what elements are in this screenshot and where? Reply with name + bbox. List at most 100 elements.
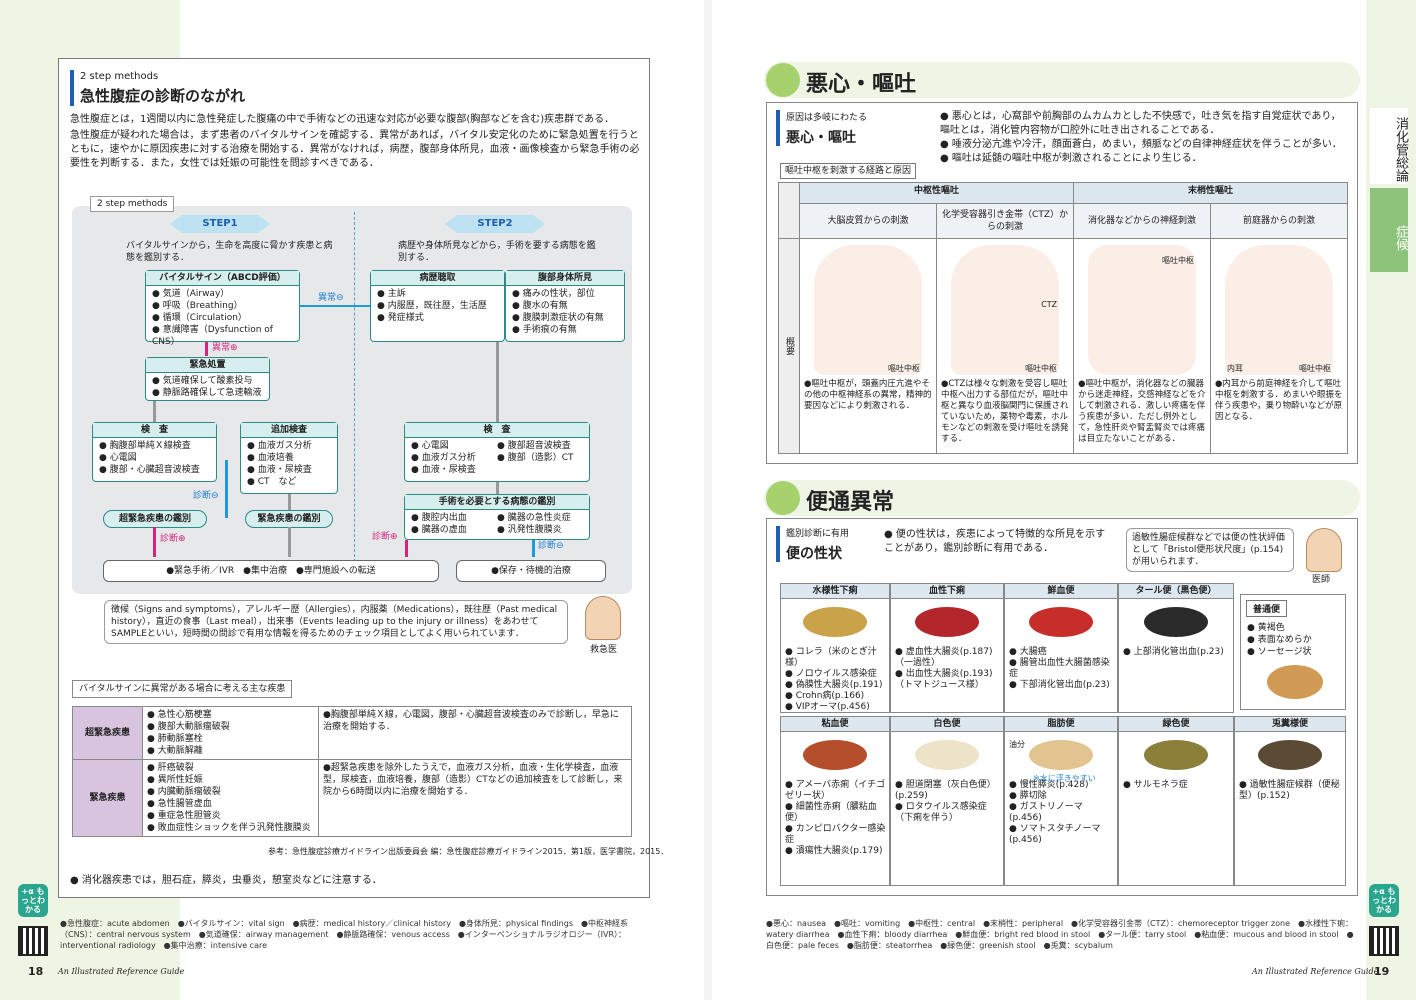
reference: 参考：急性腹症診療ガイドライン出版委員会 編：急性腹症診療ガイドライン2015．… (268, 847, 669, 856)
stool-disease-list: ● 過敏性腸症候群（便秘型）(p.152) (1235, 770, 1345, 802)
table-row: 緊急疾患 ● 肝癌破裂 ● 異所性妊娠 ● 内臓動脈瘤破裂 ● 急性腸管虚血 ●… (72, 759, 632, 837)
list-item: ● 下部消化管出血(p.23) (1009, 680, 1110, 690)
surgery-diff-header: 手術を必要とする病態の鑑別 (405, 495, 589, 510)
list-item: ● 気道確保して酸素投与 (152, 376, 253, 386)
list-item: ● 腹部大動脈瘤破裂 (147, 722, 230, 732)
list-item: ● 腹水の有無 (512, 301, 568, 311)
section-title-nausea: 悪心・嘔吐 (806, 72, 917, 97)
bowel-bullet: ● 便の性状は，疾患によって特徴的な所見を示すことがあり，鑑別診断に有用である． (884, 529, 1106, 554)
list-item: ● 膵切除 (1009, 791, 1047, 801)
nausea-sub: 原因は多岐にわたる (786, 113, 868, 123)
diag-minus-label: 診断⊖ (193, 491, 219, 501)
list-item: ● 過敏性腸症候群（便秘型）(p.152) (1239, 780, 1340, 801)
surgery-col: ● 臓器の急性炎症 ● 汎発性腹膜炎 (497, 512, 571, 536)
vital-sign-box: バイタルサイン（ABCD評価） ● 気道（Airway） ● 呼吸（Breath… (145, 270, 300, 347)
step-divider (354, 212, 355, 562)
plus-alpha-badge-right[interactable]: +α もっとわかる (1369, 884, 1399, 917)
physical-header: 腹部身体所見 (506, 271, 624, 286)
list-item: ● アメーバ赤痢（イチゴゼリー状） (785, 780, 886, 801)
step1-desc: バイタルサインから，生命を高度に脅かす疾患と病態を鑑別する． (126, 241, 333, 263)
fat-note: 油分 (1009, 740, 1025, 749)
stool-column: 水様性下痢● コレラ（米のとぎ汁様）● ノロウイルス感染症● 偽膜性大腸炎(p.… (780, 583, 890, 713)
list-item: ● 心電図 (99, 453, 137, 463)
arrow-to-surgery (496, 482, 499, 494)
section-band-nausea (764, 62, 1360, 98)
qr-code-left[interactable] (18, 926, 48, 956)
stool-illustration (915, 740, 979, 770)
list-item: ● 臓器の急性炎症 (497, 513, 571, 523)
list-item: ● ノロウイルス感染症 (785, 669, 877, 679)
illustration-label: CTZ (1041, 300, 1058, 309)
list-item: ● 循環（Circulation） (152, 313, 247, 323)
nausea-frame (766, 102, 1358, 464)
stool-disease-list: ● アメーバ赤痢（イチゴゼリー状）● 細菌性赤痢（膿粘血便）● カンピロバクター… (781, 770, 889, 857)
list-item: ● 腹部超音波検査 (497, 441, 571, 451)
intro-bullets: 急性腹症とは，1週間以内に急性発症した腹痛の中で手術などの迅速な対応が必要な腹部… (70, 113, 640, 171)
intro-bullet: 急性腹症が疑われた場合は，まず患者のバイタルサインを確認する．異常があれば，バイ… (70, 130, 640, 169)
stool-column: 白色便● 胆道閉塞（灰白色便）(p.259)● ロタウイルス感染症（下痢を伴う） (890, 716, 1004, 886)
nausea-bullets: ● 悪心とは，心窩部や前胸部のムカムカとした不快感で，吐き気を指す自覚症状であり… (940, 110, 1350, 166)
glossary-right: ●悪心：nausea ●嘔吐：vomiting ●中枢性：central ●末梢… (766, 919, 1354, 950)
abnormal-plus-label: 異常⊕ (212, 343, 238, 353)
list-item: ● 意識障害（Dysfunction of CNS） (152, 325, 273, 347)
cell-desc: ●嘔吐中枢が，消化器などの臓器から迷走神経，交感神経などを介して刺激される．激し… (1078, 379, 1206, 444)
table-row: 超緊急疾患 ● 急性心筋梗塞 ● 腹部大動脈瘤破裂 ● 肺動脈塞栓 ● 大動脈解… (72, 706, 632, 760)
stool-illustration (1029, 740, 1093, 770)
step2-desc: 病歴や身体所見などから，手術を要する病態を鑑別する． (398, 241, 596, 263)
list-item: ● 慢性膵炎(p.428) (1009, 780, 1089, 790)
stool-header: 白色便 (891, 717, 1003, 732)
stool-column: タール便（黒色便）● 上部消化管出血(p.23) (1118, 583, 1234, 713)
bristol-note: 過敏性腸症候群などでは便の性状評価として「Bristol便形状尺度」(p.154… (1126, 528, 1294, 572)
stool-illustration (1144, 607, 1208, 637)
stool-illustration (803, 607, 867, 637)
stool-illustration (915, 607, 979, 637)
nausea-bullet: ● 唾液分泌亢進や冷汗，顔面蒼白，めまい，頻脈などの自律神経症状を伴うことが多い… (940, 139, 1342, 150)
list-item: ● 痛みの性状，部位 (512, 289, 595, 299)
section-icon-nausea (766, 63, 800, 97)
list-item: ● 腹膜刺激症状の有無 (512, 313, 604, 323)
side-tab-symptom[interactable]: 症候 (1370, 188, 1408, 272)
page-title: 急性腹症の診断のながれ (80, 87, 246, 105)
normal-stool-illustration (1267, 665, 1323, 699)
fat-note: ※水に浮きやすい (1033, 774, 1096, 783)
list-item: ● 心電図 (411, 441, 449, 451)
list-item: ● 胸腹部単純Ｘ線検査 (99, 441, 191, 451)
list-item: ● VIPオーマ(p.456) (785, 702, 870, 712)
super-emergency-diff: 超緊急疾患の鑑別 (103, 510, 207, 528)
page-number-left: 18 (28, 965, 44, 978)
list-item: ● ロタウイルス感染症（下痢を伴う） (895, 802, 987, 823)
additional-exam-header: 追加検査 (241, 423, 337, 438)
arrow-to-exam2 (496, 342, 499, 422)
super-emergency-label: 超緊急疾患 (72, 706, 143, 760)
cell-desc: ●嘔吐中枢が，頭蓋内圧亢進やその他の中枢神経系の異常，精神的要因などにより刺激さ… (804, 379, 932, 411)
table-row: 中枢性嘔吐 末梢性嘔吐 (778, 182, 1348, 239)
exam2-col: ● 心電図 ● 血液ガス分析 ● 血液・尿検査 (411, 440, 497, 476)
exam2-col: ● 腹部超音波検査 ● 腹部（造影）CT (497, 440, 574, 476)
nausea-bullet: ● 悪心とは，心窩部や前胸部のムカムカとした不快感で，吐き気を指す自覚症状であり… (940, 111, 1341, 136)
body-illustration: 嘔吐中枢 (1088, 245, 1197, 375)
plus-alpha-badge-left[interactable]: +α もっとわかる (18, 884, 48, 917)
side-tab-gi[interactable]: 消化管総論 (1370, 108, 1408, 184)
exam2-lists: ● 心電図 ● 血液ガス分析 ● 血液・尿検査 ● 腹部超音波検査 ● 腹部（造… (405, 438, 589, 478)
surgery-diff-box: 手術を必要とする病態の鑑別 ● 腹腔内出血 ● 臓器の虚血 ● 臓器の急性炎症 … (404, 494, 590, 540)
qr-code-right[interactable] (1369, 926, 1399, 956)
vital-sign-list: ● 気道（Airway） ● 呼吸（Breathing） ● 循環（Circul… (146, 286, 299, 350)
bowel-frame (766, 518, 1358, 896)
sample-note: 徴候（Signs and symptoms），アレルギー歴（Allergies）… (104, 600, 568, 644)
section-icon-bowel (766, 481, 800, 515)
stool-disease-list: ● コレラ（米のとぎ汁様）● ノロウイルス感染症● 偽膜性大腸炎(p.191) ●… (781, 637, 889, 713)
super-emergency-note: ●胸腹部単純Ｘ線，心電図，腹部・心臓超音波検査のみで診断し，早急に治療を開始する… (318, 706, 632, 760)
doctor-label: 医師 (1312, 575, 1331, 585)
cell-cerebral: 嘔吐中枢 ●嘔吐中枢が，頭蓋内圧亢進やその他の中枢神経系の異常，精神的要因などに… (799, 238, 937, 454)
list-item: ● 腹部（造影）CT (497, 453, 574, 463)
normal-stool-header: 普通便 (1246, 600, 1288, 617)
stool-header: 粘血便 (781, 717, 889, 732)
list-item: ● コレラ（米のとぎ汁様） (785, 647, 877, 668)
list-item: ● 偽膜性大腸炎(p.191) (785, 680, 883, 690)
surgery-col: ● 腹腔内出血 ● 臓器の虚血 (411, 512, 497, 536)
list-item: ● ガストリノーマ(p.456) (1009, 802, 1083, 823)
arrow-to-exam (153, 401, 156, 423)
list-item: ● 呼吸（Breathing） (152, 301, 243, 311)
